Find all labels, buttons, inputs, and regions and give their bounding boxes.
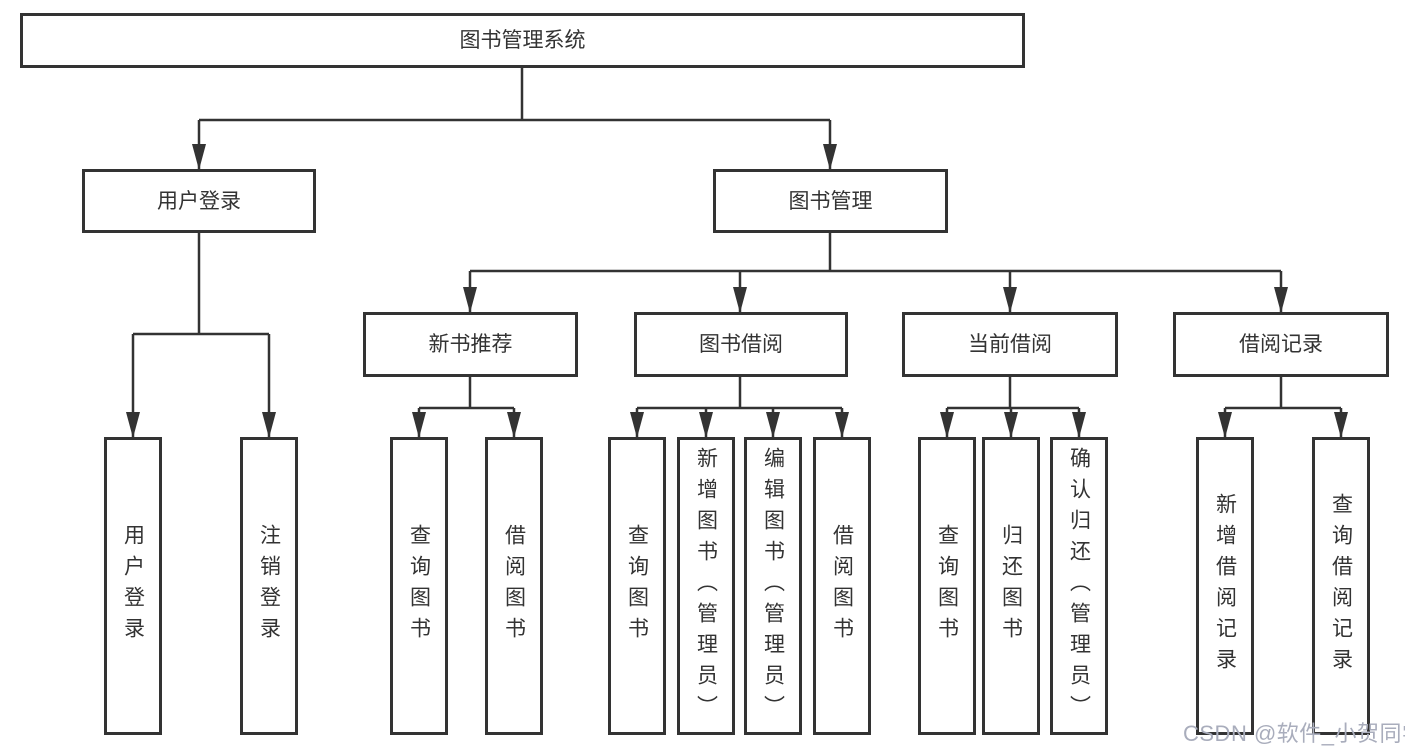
leaf-borrow-books-1-label: 借阅图书 [502,524,526,648]
node-new-book-recommend-label: 新书推荐 [428,333,513,356]
leaf-query-books-2-label: 查询图书 [625,524,649,648]
node-borrow-records: 借阅记录 [1173,312,1389,377]
node-new-book-recommend: 新书推荐 [363,312,578,377]
leaf-logout-label: 注销登录 [257,524,281,648]
leaf-add-borrow-record: 新增借阅记录 [1196,437,1254,735]
connector-borrow-trunk [637,377,842,410]
leaf-edit-book-admin-label: 编辑图书（管理员） [761,446,785,726]
leaf-query-books-1: 查询图书 [390,437,448,735]
leaf-borrow-books-2: 借阅图书 [813,437,871,735]
connector-bookmgmt-trunk [470,233,1281,273]
leaf-query-books-3-label: 查询图书 [935,524,959,648]
node-book-borrowing-label: 图书借阅 [699,333,783,356]
watermark: CSDN @软件_小贺同学 [1183,721,1405,746]
leaf-edit-book-admin: 编辑图书（管理员） [744,437,802,735]
connector-login-trunk [133,233,269,336]
node-book-management-label: 图书管理 [788,189,873,213]
leaf-confirm-return-admin: 确认归还（管理员） [1050,437,1108,735]
leaf-borrow-books-2-label: 借阅图书 [830,524,854,648]
node-book-management: 图书管理 [713,169,948,233]
leaf-logout: 注销登录 [240,437,298,735]
leaf-add-book-admin: 新增图书（管理员） [677,437,735,735]
leaf-user-login-label: 用户登录 [121,524,145,648]
leaf-return-book-label: 归还图书 [999,524,1023,648]
node-library-system-label: 图书管理系统 [459,29,586,52]
connector-newbook-trunk [419,377,514,410]
connector-current-trunk [947,377,1079,410]
node-book-borrowing: 图书借阅 [634,312,848,377]
node-current-borrowing: 当前借阅 [902,312,1118,377]
node-library-system: 图书管理系统 [20,13,1025,68]
connector-root-trunk [199,68,830,122]
connector-records-trunk [1225,377,1341,410]
node-user-login-label: 用户登录 [157,189,241,213]
leaf-add-borrow-record-label: 新增借阅记录 [1213,493,1237,679]
leaf-return-book: 归还图书 [982,437,1040,735]
leaf-user-login: 用户登录 [104,437,162,735]
node-user-login: 用户登录 [82,169,316,233]
leaf-query-books-1-label: 查询图书 [407,524,431,648]
node-current-borrowing-label: 当前借阅 [968,333,1052,356]
leaf-query-borrow-record-label: 查询借阅记录 [1329,493,1353,679]
leaf-confirm-return-admin-label: 确认归还（管理员） [1067,446,1091,726]
leaf-borrow-books-1: 借阅图书 [485,437,543,735]
leaf-add-book-admin-label: 新增图书（管理员） [694,446,718,726]
leaf-query-books-3: 查询图书 [918,437,976,735]
leaf-query-borrow-record: 查询借阅记录 [1312,437,1370,735]
leaf-query-books-2: 查询图书 [608,437,666,735]
node-borrow-records-label: 借阅记录 [1239,333,1323,356]
